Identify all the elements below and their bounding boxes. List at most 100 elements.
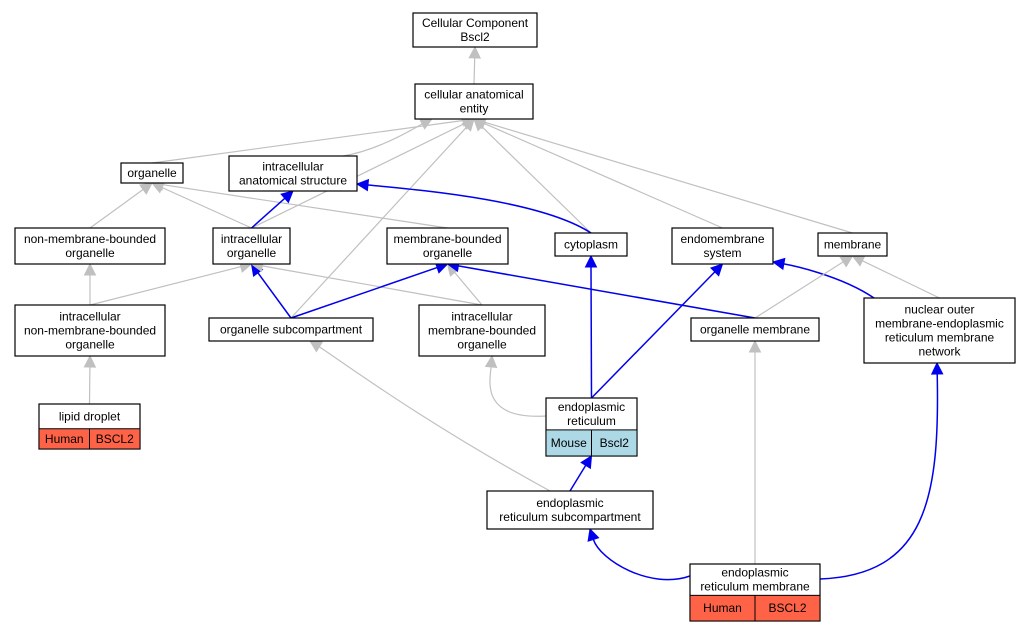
node-label-line: system: [703, 246, 741, 260]
edge-arrowhead: [771, 257, 786, 271]
node-label-line: organelle: [65, 338, 115, 352]
node-label-line: non-membrane-bounded: [24, 324, 156, 338]
node-box: [14, 227, 166, 265]
edge-line: [590, 266, 593, 399]
edge-arrowhead: [584, 254, 598, 268]
edge-line: [257, 272, 292, 319]
node-box: [120, 162, 184, 184]
node-label-line: organelle: [65, 246, 115, 260]
node-label-line: intracellular: [451, 310, 512, 324]
edge-line: [342, 123, 423, 157]
edge-arrowhead: [930, 361, 944, 375]
edge-line: [251, 197, 286, 229]
edge-arrowhead: [309, 340, 324, 353]
node-label-line: organelle: [127, 166, 177, 180]
edge-line: [819, 373, 939, 580]
node-label-line: network: [918, 345, 961, 359]
edge-line: [483, 122, 723, 229]
node-box: [208, 317, 374, 342]
edge-omem-to-membrane: [754, 255, 854, 319]
edge-cytoplasm-to-ias: [355, 178, 592, 234]
node-membrane[interactable]: membrane: [817, 232, 888, 257]
edge-nmbo-to-organelle: [89, 182, 153, 229]
edge-line: [862, 260, 940, 299]
edge-arrowhead: [468, 45, 481, 59]
edge-nuc-to-endo: [771, 257, 875, 299]
edge-line: [458, 265, 756, 319]
node-label-line: organelle subcompartment: [220, 323, 363, 337]
node-label-line: organelle: [227, 246, 277, 260]
node-label-line: membrane-bounded: [393, 232, 501, 246]
node-osub[interactable]: organelle subcompartment: [208, 317, 374, 342]
node-label-line: nuclear outer: [904, 303, 974, 317]
edge-arrowhead: [709, 263, 724, 277]
edge-arrowhead: [748, 339, 762, 353]
edge-line: [290, 266, 438, 319]
node-organelle[interactable]: organelle: [120, 162, 184, 184]
edge-line: [590, 271, 716, 399]
node-box: [412, 12, 538, 48]
edge-line: [262, 265, 483, 306]
node-label-line: intracellular: [59, 310, 120, 324]
edge-line: [484, 121, 853, 234]
node-label-line: reticulum: [567, 414, 616, 428]
node-box: [690, 317, 820, 342]
edge-osub-to-mbo: [290, 261, 449, 319]
edge-imbo-to-mbo: [446, 263, 483, 306]
edge-line: [783, 263, 875, 299]
edge-inmbo-to-io: [89, 260, 253, 306]
edge-line: [754, 261, 844, 319]
edge-ersub-to-er: [569, 455, 593, 492]
node-label-line: reticulum membrane: [700, 580, 810, 594]
node-omem[interactable]: organelle membrane: [690, 317, 820, 342]
node-label-line: intracellular: [262, 160, 323, 174]
edge-arrowhead: [839, 255, 854, 268]
edge-arrowhead: [484, 354, 498, 368]
node-box: [14, 304, 166, 357]
node-inmbo[interactable]: intracellularnon-membrane-boundedorganel…: [14, 304, 166, 357]
node-label-line: organelle: [457, 338, 507, 352]
node-cytoplasm[interactable]: cytoplasm: [554, 232, 628, 257]
node-label-line: membrane-endoplasmic: [875, 317, 1004, 331]
species-name: Human: [703, 601, 742, 615]
node-box: [212, 227, 291, 265]
node-box: [414, 83, 534, 120]
node-nuc[interactable]: nuclear outermembrane-endoplasmicreticul…: [863, 297, 1016, 364]
species-name: Human: [45, 432, 84, 446]
node-label-line: membrane: [824, 238, 882, 252]
node-label-line: lipid droplet: [59, 409, 121, 423]
node-box: [228, 155, 358, 192]
node-box: [817, 232, 888, 257]
node-label-line: entity: [460, 102, 489, 116]
node-label-line: intracellular: [221, 232, 282, 246]
gene-symbol: BSCL2: [768, 601, 806, 615]
edge-endo-to-cae: [472, 117, 723, 229]
node-label-line: Bscl2: [460, 30, 490, 44]
node-label-line: cytoplasm: [564, 238, 618, 252]
edge-line: [569, 465, 587, 492]
node-label-line: organelle membrane: [700, 323, 810, 337]
edge-line: [318, 346, 551, 492]
node-box: [486, 490, 654, 530]
edge-imbo-to-io: [250, 259, 483, 306]
edge-arrowhead: [280, 190, 294, 204]
node-box: [418, 304, 546, 357]
node-label-line: membrane-bounded: [428, 324, 536, 338]
node-label-line: endoplasmic: [536, 496, 603, 510]
edge-line: [290, 126, 468, 319]
edge-line: [89, 189, 144, 229]
